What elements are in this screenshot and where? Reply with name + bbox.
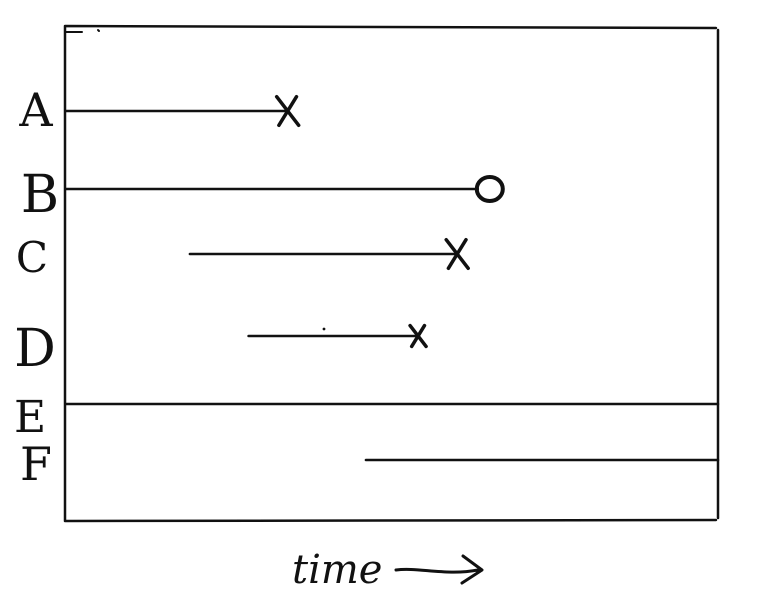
end-marker-x-c [444, 237, 470, 271]
x-axis-label: time [292, 547, 382, 593]
end-marker-x-a [274, 94, 301, 128]
row-label-e: E [14, 392, 46, 443]
end-marker-o-b [474, 175, 505, 203]
stray-dot [322, 327, 326, 331]
row-label-b: B [21, 165, 59, 225]
arrow-right-icon [394, 554, 484, 585]
row-bars [64, 94, 720, 462]
row-label-d: D [14, 319, 56, 379]
row-label-c: C [16, 233, 48, 282]
plot-frame [63, 24, 720, 523]
frame-corner-mark [65, 29, 100, 33]
row-label-f: F [20, 437, 52, 491]
row-label-a: A [18, 83, 53, 137]
end-marker-x-d [408, 323, 428, 349]
